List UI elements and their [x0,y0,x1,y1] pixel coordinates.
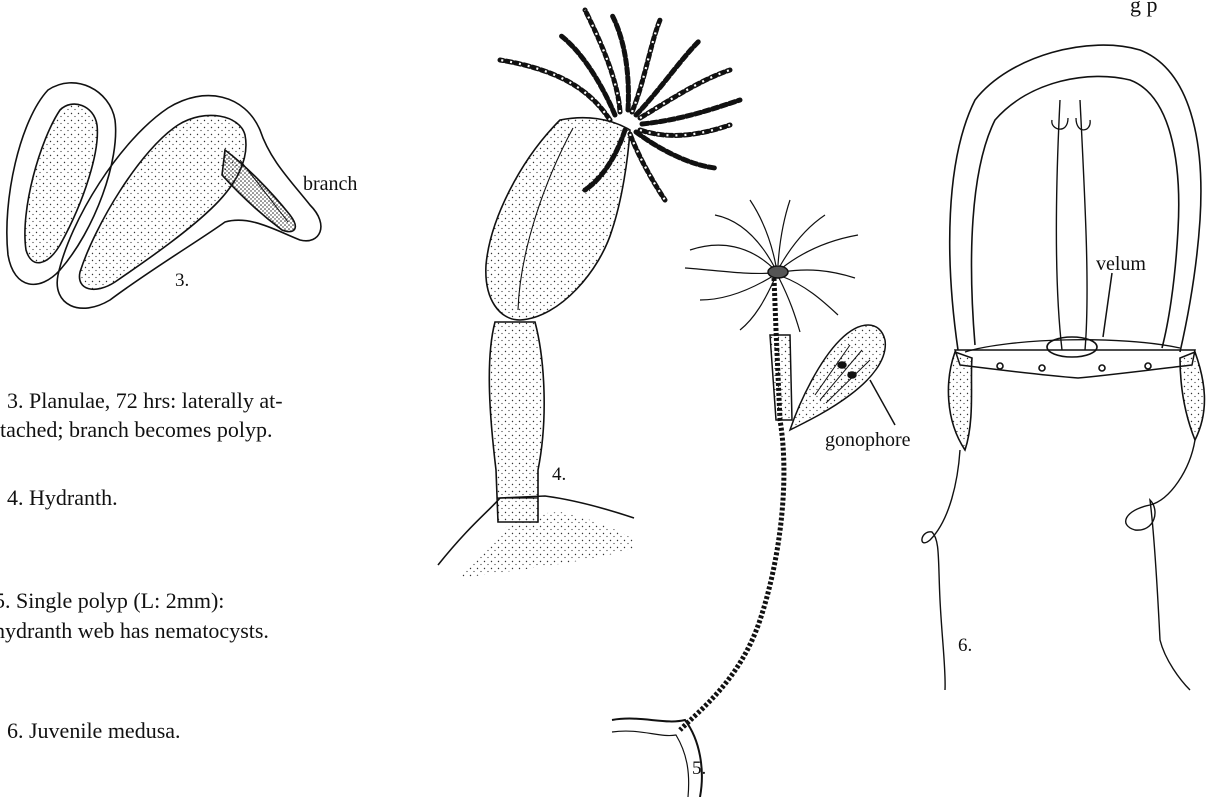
gonophore-leader [870,380,895,425]
hydranth-body [486,118,630,320]
polyp-tentacles [685,200,858,332]
fig6-number: 6. [958,635,972,656]
velum-leader [1103,273,1112,337]
caption-6: 6. Juvenile medusa. [7,717,181,745]
caption-3-line1: 3. Planulae, 72 hrs: laterally at- [7,387,283,415]
caption-4: 4. Hydranth. [7,484,118,512]
substrate-fill [460,512,634,578]
medusa-margin [955,350,1195,378]
fig4-number: 4. [552,464,566,485]
caption-5-line2: hydranth web has nematocysts. [0,617,269,645]
branch-label: branch [303,173,357,195]
medusa-figure [922,45,1205,690]
fig3-number: 3. [175,270,189,291]
medusa-bell-inner [972,76,1179,348]
fig5-number: 5. [692,758,706,779]
caption-5-line1: 5. Single polyp (L: 2mm): [0,587,224,615]
medusa-bell-outer [950,45,1201,352]
caption-3-line2: tached; branch becomes polyp. [0,416,272,444]
tentacle-bulb-right [1180,352,1204,440]
gonophore [790,325,885,430]
medusa-tentacle-left [922,450,960,690]
hydranth-stalk [489,322,544,522]
planula-left-inner [25,104,97,263]
medusa-tentacle-right [1126,440,1195,690]
velum-label: velum [1096,253,1146,275]
planulae-figure [7,83,321,308]
top-heading-fragment: g p [1130,0,1158,17]
tentacle-bulb-left [948,352,972,450]
gonophore-label: gonophore [825,429,911,451]
planula-branch [222,150,295,232]
hydranth-figure [438,10,740,578]
polyp-stem [680,278,784,730]
polyp-figure [612,200,895,797]
